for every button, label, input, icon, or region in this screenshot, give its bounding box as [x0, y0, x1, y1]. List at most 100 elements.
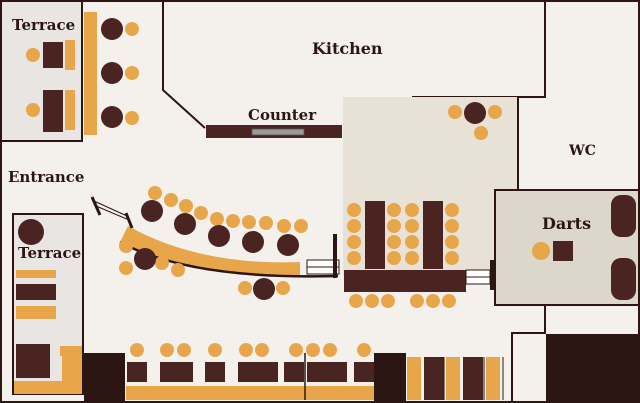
lower-right-wall	[511, 305, 546, 402]
bottom-seat	[357, 343, 371, 357]
bottom-seat	[255, 343, 269, 357]
bar-counter[interactable]	[344, 270, 466, 292]
booth-seat	[405, 251, 419, 265]
window-table	[101, 62, 123, 84]
bottom-bench	[126, 386, 406, 400]
booth-seat	[445, 203, 459, 217]
lower-booth-table	[424, 357, 444, 400]
bar-seat	[365, 294, 379, 308]
pillar	[374, 353, 406, 402]
booth-seat	[387, 219, 401, 233]
bottom-table	[127, 362, 147, 382]
booth-table	[365, 201, 385, 269]
window-table	[101, 106, 123, 128]
storage-block	[546, 334, 639, 402]
lounge-table	[277, 234, 299, 256]
booth-table	[464, 102, 486, 124]
bottom-seat	[130, 343, 144, 357]
lounge-seat	[119, 239, 133, 253]
booth-seat	[405, 219, 419, 233]
bottom-table	[205, 362, 225, 382]
curved-bench-rail	[93, 200, 128, 217]
booth-seat	[347, 235, 361, 249]
darts-table	[553, 241, 573, 261]
bar-seat	[426, 294, 440, 308]
lower-booth-bench	[486, 357, 500, 400]
booth-seat	[387, 203, 401, 217]
bar-seat	[349, 294, 363, 308]
lower-booth-table	[463, 357, 483, 400]
bottom-seat	[208, 343, 222, 357]
pillar	[84, 353, 125, 402]
booth-seat	[347, 203, 361, 217]
bar-gate-post	[333, 234, 337, 278]
booth-seat	[387, 251, 401, 265]
bottom-seat	[177, 343, 191, 357]
lounge-seat	[277, 219, 291, 233]
booth-seat	[347, 251, 361, 265]
booth-seat	[445, 219, 459, 233]
bottom-table	[284, 362, 304, 382]
lounge-table	[253, 278, 275, 300]
kitchen-wall	[162, 1, 206, 129]
counter-register	[251, 128, 305, 136]
lounge-seat	[238, 281, 252, 295]
bar-seat	[410, 294, 424, 308]
counter-label: Counter	[248, 106, 317, 124]
curved-bench[interactable]	[120, 226, 300, 277]
booth-seat	[387, 235, 401, 249]
lower-booth-bench	[446, 357, 460, 400]
terrace-left-table	[16, 270, 56, 278]
bar-seat	[442, 294, 456, 308]
terrace-top-table	[43, 90, 63, 132]
lounge-seat	[179, 199, 193, 213]
darts-label: Darts	[542, 214, 591, 233]
terrace-top-table	[43, 42, 63, 68]
bottom-table	[160, 362, 193, 382]
booth-seat	[347, 219, 361, 233]
terrace-left-table	[18, 219, 44, 245]
lounge-seat	[155, 256, 169, 270]
window-seat	[125, 66, 139, 80]
bar-seat	[381, 294, 395, 308]
lounge-seat	[119, 261, 133, 275]
terrace-left-label: Terrace	[18, 244, 81, 262]
lounge-seat	[259, 216, 273, 230]
bottom-table	[307, 362, 347, 382]
terrace-left-table	[16, 284, 56, 300]
terrace-top-bench	[65, 90, 75, 130]
lounge-table	[141, 200, 163, 222]
entrance-label: Entrance	[8, 168, 84, 186]
window-bench	[84, 12, 97, 135]
dart-board	[611, 195, 636, 237]
terrace-left-bench	[16, 306, 56, 319]
lounge-seat	[164, 193, 178, 207]
bottom-seat	[323, 343, 337, 357]
booth-gate-post	[490, 260, 494, 290]
terrace-top-label: Terrace	[12, 16, 75, 34]
bottom-seat	[239, 343, 253, 357]
lounge-seat	[194, 206, 208, 220]
kitchen-label: Kitchen	[312, 39, 383, 58]
lounge-seat	[294, 219, 308, 233]
bottom-seat	[160, 343, 174, 357]
lounge-seat	[210, 212, 224, 226]
terrace-top-seat	[26, 48, 40, 62]
bottom-seat	[306, 343, 320, 357]
booth-seat	[474, 126, 488, 140]
bottom-table	[238, 362, 278, 382]
window-seat	[125, 111, 139, 125]
terrace-top-bench	[65, 40, 75, 70]
booth-seat	[448, 105, 462, 119]
lounge-seat	[226, 214, 240, 228]
booth-seat	[488, 105, 502, 119]
bottom-table	[354, 362, 374, 382]
lounge-seat	[148, 186, 162, 200]
booth-seat	[445, 235, 459, 249]
lounge-seat	[171, 263, 185, 277]
lower-booth-bench	[407, 357, 421, 400]
terrace-left-table	[16, 344, 50, 378]
window-seat	[125, 22, 139, 36]
terrace-top-seat	[26, 103, 40, 117]
